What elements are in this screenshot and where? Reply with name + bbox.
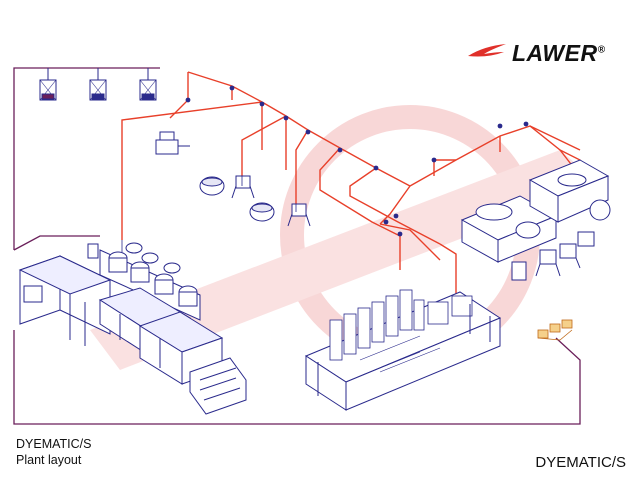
lawer-swoosh-icon	[468, 44, 506, 57]
dosing-station-icon	[537, 319, 573, 341]
central-tank-farm	[304, 289, 502, 411]
logo-text: LAWER®	[512, 40, 605, 67]
dispenser-unit	[155, 131, 190, 155]
drum-machines	[460, 159, 611, 281]
dyeing-line	[18, 255, 247, 415]
valves	[185, 85, 529, 237]
diagram-caption: DYEMATIC/S Plant layout	[16, 436, 91, 468]
top-tank-group	[39, 68, 157, 101]
drop-lines	[121, 176, 297, 252]
mixing-tanks	[199, 175, 311, 227]
system-frame	[13, 67, 581, 425]
registered-mark: ®	[597, 43, 606, 55]
lawer-logo: LAWER®	[466, 36, 626, 70]
logo-wordmark: LAWER	[512, 39, 598, 66]
caption-title: DYEMATIC/S	[16, 437, 92, 451]
caption-subtitle: Plant layout	[16, 453, 82, 467]
dye-tank-bank	[87, 242, 201, 321]
product-label: DYEMATIC/S	[535, 454, 626, 471]
pipe-network	[121, 71, 581, 296]
